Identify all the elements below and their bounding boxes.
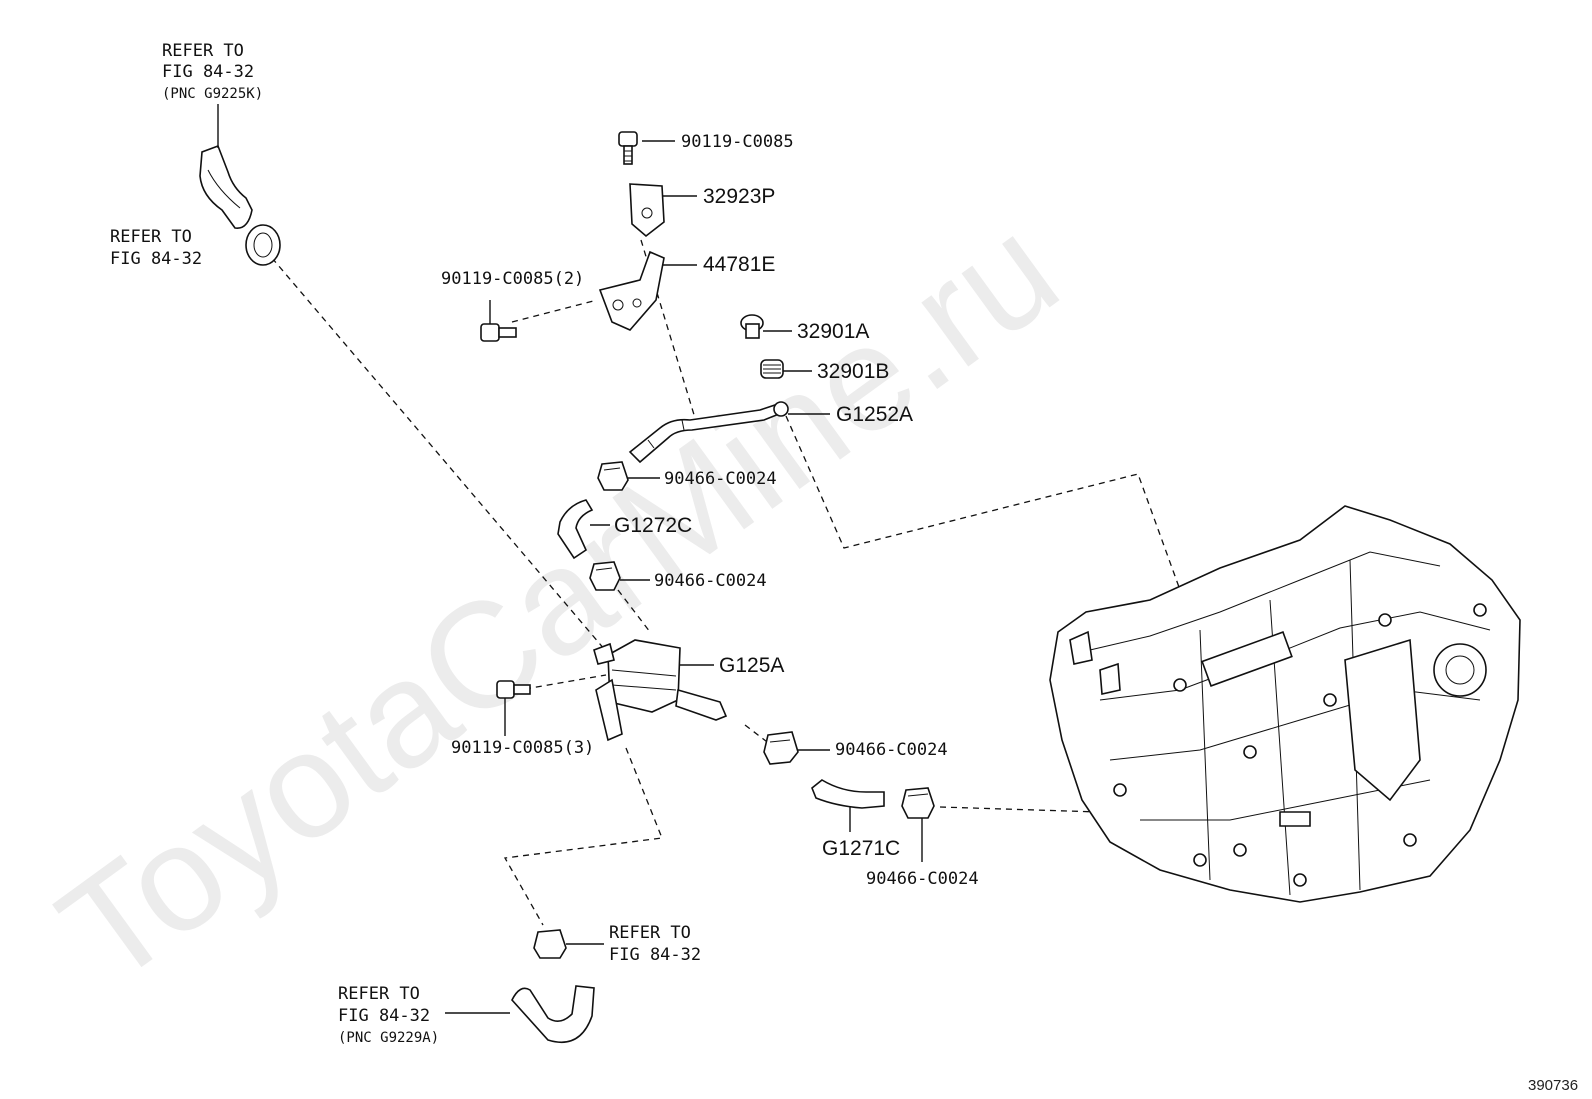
oil-cooler-g125a[interactable]: [593, 639, 728, 742]
plug-32901b[interactable]: [760, 359, 784, 379]
bracket-32923p[interactable]: [629, 183, 665, 238]
label-32901a: 32901A: [797, 320, 869, 343]
clamp-90466-c0024-1[interactable]: [597, 461, 629, 491]
pipe-g1252a[interactable]: [628, 401, 789, 464]
refer-top-clamp-line2: FIG 84-32: [110, 249, 202, 269]
clamp-90466-c0024-3[interactable]: [763, 731, 799, 765]
label-g1271c: G1271C: [822, 837, 900, 860]
refer-bottom-clamp-line2: FIG 84-32: [609, 945, 701, 965]
watermark: ToyotaCarMine.ru: [30, 184, 1086, 1016]
hose-refer-bottom[interactable]: [511, 985, 595, 1044]
label-g1272c: G1272C: [614, 514, 692, 537]
refer-top-hose-line3: (PNC G9225K): [162, 86, 263, 102]
refer-bottom-hose-line3: (PNC G9229A): [338, 1030, 439, 1046]
clamp-refer-bottom[interactable]: [533, 929, 567, 959]
label-44781e: 44781E: [703, 253, 775, 276]
figure-id: 390736: [1528, 1077, 1578, 1094]
hose-g1272c[interactable]: [557, 499, 594, 560]
label-clamp-2: 90466-C0024: [654, 571, 767, 591]
label-g1252a: G1252A: [836, 403, 913, 426]
refer-bottom-clamp-line1: REFER TO: [609, 923, 691, 943]
label-bolt-top: 90119-C0085: [681, 132, 794, 152]
label-bolt-x3: 90119-C0085(3): [451, 738, 594, 758]
refer-top-hose-line1: REFER TO: [162, 41, 244, 61]
clamp-refer-top[interactable]: [245, 224, 281, 266]
plug-32901a[interactable]: [740, 314, 764, 339]
bolt-90119-c0085-x2[interactable]: [480, 323, 517, 342]
label-clamp-1: 90466-C0024: [664, 469, 777, 489]
label-clamp-4: 90466-C0024: [866, 869, 979, 889]
label-clamp-3: 90466-C0024: [835, 740, 948, 760]
refer-bottom-hose-line2: FIG 84-32: [338, 1006, 430, 1026]
hose-refer-top[interactable]: [199, 144, 253, 229]
bolt-90119-c0085[interactable]: [618, 131, 638, 165]
label-32923p: 32923P: [703, 185, 775, 208]
label-32901b: 32901B: [817, 360, 889, 383]
clamp-90466-c0024-4[interactable]: [901, 787, 935, 819]
transaxle-assembly: [1049, 505, 1521, 903]
label-bolt-x2: 90119-C0085(2): [441, 269, 584, 289]
hose-g1271c[interactable]: [811, 779, 885, 809]
refer-bottom-hose-line1: REFER TO: [338, 984, 420, 1004]
refer-top-hose-line2: FIG 84-32: [162, 62, 254, 82]
bracket-44781e[interactable]: [598, 250, 665, 331]
refer-top-clamp-line1: REFER TO: [110, 227, 192, 247]
clamp-90466-c0024-2[interactable]: [589, 561, 621, 591]
label-g125a: G125A: [719, 654, 784, 677]
